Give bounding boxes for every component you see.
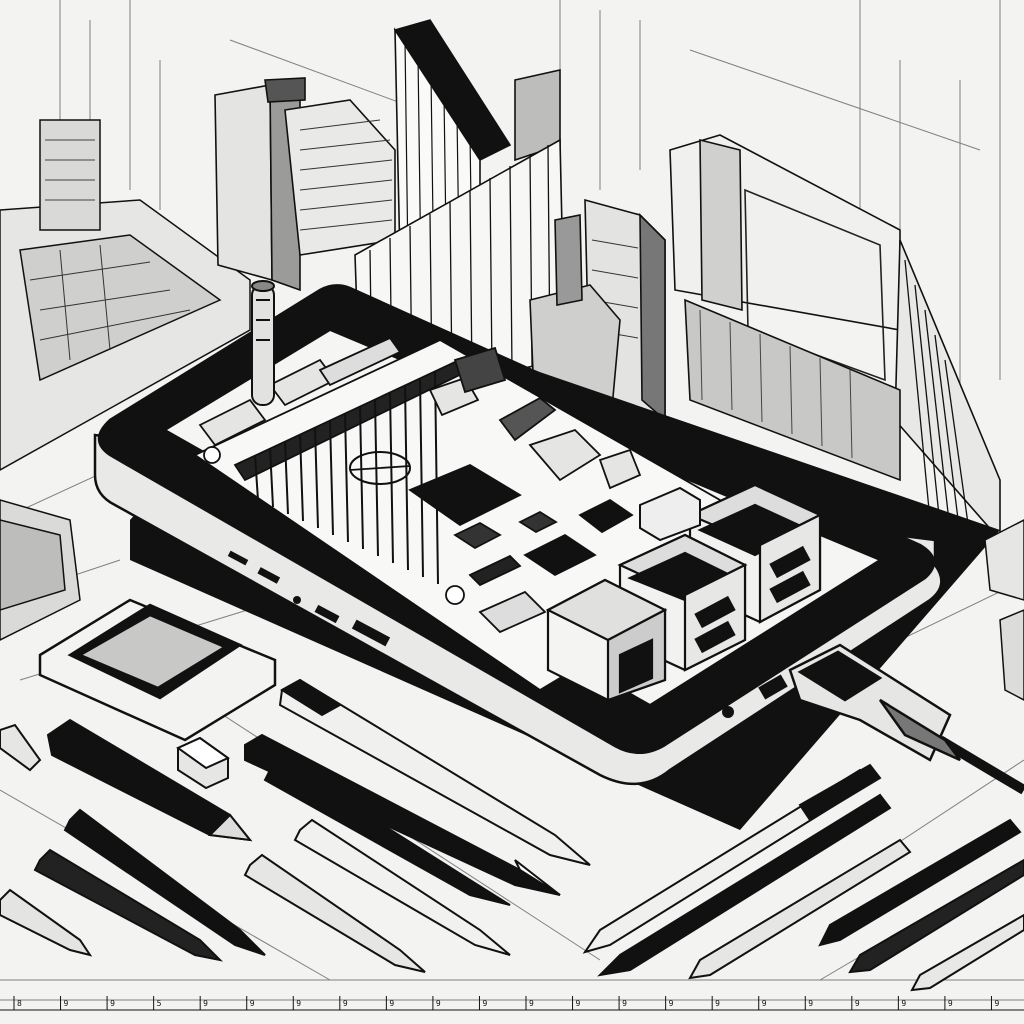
pen-icon	[263, 758, 511, 906]
pencil-icon	[293, 818, 511, 956]
pencil-icon	[582, 763, 882, 954]
ruler-tick-label: 9	[901, 999, 906, 1008]
antenna-post	[251, 280, 275, 406]
cable-icon	[788, 643, 1024, 795]
pencil-icon	[910, 913, 1024, 992]
ruler-tick-label: 5	[157, 999, 162, 1008]
pencil-icon	[848, 858, 1024, 974]
pencil-icon	[597, 793, 892, 977]
ruler-tick-label: 9	[250, 999, 255, 1008]
pencil-icon	[0, 888, 93, 957]
ruler-tick-label: 9	[64, 999, 69, 1008]
left-background-structures	[0, 119, 251, 641]
gpio-header	[233, 353, 482, 585]
ruler-tick-label: 9	[482, 999, 487, 1008]
pencil-icon	[46, 718, 253, 842]
pencil-icon	[688, 838, 912, 980]
memory-card-icon	[38, 598, 277, 742]
pencil-icon	[818, 818, 1022, 947]
ruler-tick-label: 9	[296, 999, 301, 1008]
ruler-tick-label: 9	[622, 999, 627, 1008]
pen-icon	[244, 733, 561, 896]
ruler-tick-label: 9	[855, 999, 860, 1008]
ruler-tick-label: 9	[436, 999, 441, 1008]
ruler-tick-label: 9	[343, 999, 348, 1008]
building-icon	[669, 134, 1001, 543]
pencil-icon	[243, 853, 426, 973]
ruler-tick-label: 9	[110, 999, 115, 1008]
ruler-tick-label: 9	[715, 999, 720, 1008]
drawing-tools	[0, 678, 1024, 992]
ethernet-port-icon	[545, 578, 668, 702]
small-chip	[453, 498, 634, 577]
pencil-icon	[63, 808, 266, 956]
ruler-tick-label: 9	[762, 999, 767, 1008]
ruler-tick-label: 9	[994, 999, 999, 1008]
building-icon	[284, 99, 396, 256]
ruler-tick-label: 9	[808, 999, 813, 1008]
ruler-tick-label: 9	[669, 999, 674, 1008]
usb-port-icon	[639, 486, 701, 542]
right-background-structures	[984, 519, 1024, 701]
ruler-tick-label: 9	[389, 999, 394, 1008]
ruler-tick-label: 9	[576, 999, 581, 1008]
ruler-tick-label: 9	[948, 999, 953, 1008]
pencil-icon	[33, 848, 224, 962]
pencil-icon	[278, 678, 591, 866]
ruler-tick-label: 9	[529, 999, 534, 1008]
soc-chip	[408, 463, 522, 527]
ruler-tick-label: 8	[17, 999, 22, 1008]
pencil-icon	[0, 723, 42, 772]
ruler-ticks: 8 9 9 5 9 9 9 9 9 9 9 9 9 9 9 9 9 9 9 9 9 9	[13, 996, 999, 1010]
ruler-tick-label: 9	[203, 999, 208, 1008]
eraser-icon	[176, 736, 230, 790]
